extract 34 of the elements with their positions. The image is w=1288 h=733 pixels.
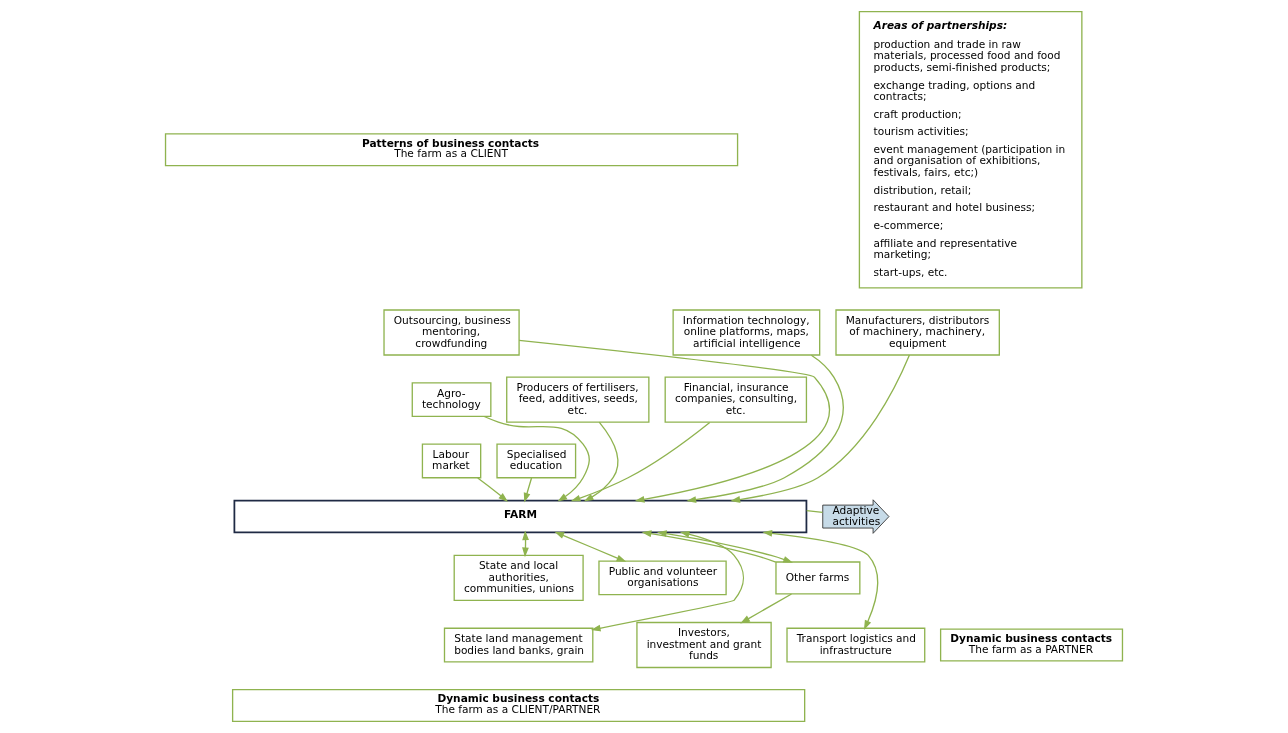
node-box: Manufacturers, distributors of machinery, machinery, equipment <box>835 309 1000 356</box>
arrow <box>740 593 793 624</box>
arrow <box>483 415 590 502</box>
node-box: FARM <box>233 499 808 534</box>
node-box: State land management bodies land banks, grain <box>443 627 594 663</box>
node-box: State and local authorities, communities, unions <box>453 554 584 602</box>
node-box: Dynamic business contacts The farm as a CLIENT/PARTNER <box>231 688 806 723</box>
arrow <box>523 477 533 503</box>
arrow <box>518 339 831 503</box>
node-box: Public and volunteer organisations <box>598 560 727 596</box>
node-box: Labour market <box>421 443 482 479</box>
node-box: Other farms <box>775 561 861 595</box>
node-box: Outsourcing, business mentoring, crowdfunding <box>383 309 520 356</box>
node-box: Producers of fertilisers, feed, additives, seeds, etc. <box>506 376 650 423</box>
node-box: Dynamic business contacts The farm as a PARTNER <box>939 628 1124 662</box>
arrow <box>656 530 793 563</box>
arrow <box>762 529 879 630</box>
connector <box>806 509 824 513</box>
arrow <box>590 530 745 632</box>
arrow <box>554 531 627 562</box>
node-box: Transport logistics and infrastructure <box>786 627 926 663</box>
node-box: Specialised education <box>496 443 577 479</box>
node-box: Agro-technology <box>411 382 492 418</box>
node-box: Information technology, online platforms, maps, artificial intelligence <box>672 309 821 356</box>
arrow <box>477 477 509 502</box>
node-box: Patterns of business contacts The farm as a CLIENT <box>164 133 739 167</box>
node-box: Areas of partnerships: production and trade in raw materials, processed food and food products, semi-finished products; exchange trading, options and contracts; craft production; tourism activities; event management (participation in and organisation of exhibitions, festivals, fairs, etc;) distribution, retail; restaurant and hotel business; e-commerce; affiliate and representative marketing; start-ups, etc. <box>858 10 1083 289</box>
arrow <box>583 421 619 502</box>
arrow <box>641 530 777 563</box>
node-box: Financial, insurance companies, consulting, etc. <box>664 376 808 423</box>
arrow <box>570 421 711 502</box>
arrow <box>730 354 911 503</box>
arrow <box>686 354 844 503</box>
node-box: Investors, investment and grant funds <box>636 621 772 669</box>
